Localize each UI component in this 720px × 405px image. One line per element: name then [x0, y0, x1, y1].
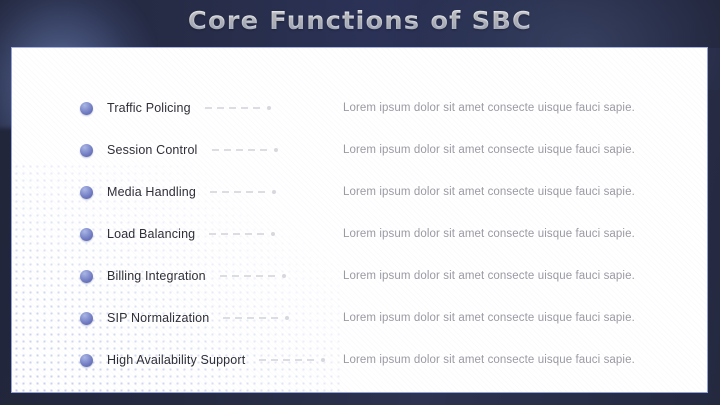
connector-dash	[271, 359, 279, 361]
connector-dash	[233, 191, 241, 193]
bullet-dot-icon	[80, 311, 93, 325]
connector-dash	[204, 107, 212, 109]
connector-dash	[255, 275, 263, 277]
connector-dash	[209, 233, 217, 235]
feature-label: Session Control	[107, 143, 198, 157]
feature-description: Lorem ipsum dolor sit amet consecte uisq…	[343, 102, 635, 114]
bullet-dot-icon	[80, 185, 93, 199]
connector-dash	[221, 191, 229, 193]
dashed-connector	[209, 232, 276, 236]
feature-row[interactable]: Media Handling Lorem ipsum dolor sit amet…	[80, 180, 689, 204]
connector-dash	[259, 317, 267, 319]
feature-row[interactable]: Billing Integration Lorem ipsum dolor sit…	[80, 264, 689, 288]
connector-dash	[259, 149, 267, 151]
connector-dash	[209, 191, 217, 193]
feature-row[interactable]: Session Control Lorem ipsum dolor sit ame…	[80, 138, 689, 162]
connector-dash	[247, 317, 255, 319]
connector-dash	[245, 233, 253, 235]
connector-endpoint-dot-icon	[285, 316, 290, 320]
feature-row[interactable]: Traffic Policing Lorem ipsum dolor sit am…	[80, 96, 689, 120]
feature-row[interactable]: SIP Normalization Lorem ipsum dolor sit a…	[80, 306, 689, 330]
feature-label: Traffic Policing	[107, 101, 191, 115]
dashed-connector	[209, 190, 276, 194]
feature-description: Lorem ipsum dolor sit amet consecte uisq…	[343, 270, 635, 282]
feature-description: Lorem ipsum dolor sit amet consecte uisq…	[343, 312, 635, 324]
connector-dash	[223, 149, 231, 151]
connector-dash	[257, 191, 265, 193]
connector-dash	[216, 107, 224, 109]
dashed-connector	[219, 274, 286, 278]
connector-dash	[223, 317, 231, 319]
connector-dash	[221, 233, 229, 235]
connector-dash	[247, 149, 255, 151]
connector-dash	[252, 107, 260, 109]
feature-description: Lorem ipsum dolor sit amet consecte uisq…	[343, 144, 635, 156]
feature-description: Lorem ipsum dolor sit amet consecte uisq…	[343, 186, 635, 198]
connector-dash	[240, 107, 248, 109]
connector-dash	[228, 107, 236, 109]
feature-description: Lorem ipsum dolor sit amet consecte uisq…	[343, 354, 635, 366]
bullet-dot-icon	[80, 143, 93, 157]
connector-dash	[267, 275, 275, 277]
bullet-dot-icon	[80, 227, 93, 241]
connector-dash	[233, 233, 241, 235]
dashed-connector	[204, 106, 271, 110]
dashed-connector	[259, 358, 326, 362]
connector-endpoint-dot-icon	[266, 106, 271, 110]
feature-label: SIP Normalization	[107, 311, 210, 325]
connector-dash	[295, 359, 303, 361]
feature-row[interactable]: High Availability Support Lorem ipsum dol…	[80, 348, 689, 372]
connector-endpoint-dot-icon	[273, 148, 278, 152]
connector-endpoint-dot-icon	[271, 190, 276, 194]
connector-dash	[307, 359, 315, 361]
connector-dash	[245, 191, 253, 193]
connector-dash	[219, 275, 227, 277]
connector-dash	[211, 149, 219, 151]
dashed-connector	[223, 316, 290, 320]
connector-endpoint-dot-icon	[321, 358, 326, 362]
connector-dash	[283, 359, 291, 361]
connector-dash	[243, 275, 251, 277]
bullet-dot-icon	[80, 101, 93, 115]
connector-endpoint-dot-icon	[271, 232, 276, 236]
connector-dash	[259, 359, 267, 361]
connector-dash	[235, 149, 243, 151]
feature-label: Load Balancing	[107, 227, 196, 241]
page-title: Core Functions of SBC	[0, 6, 720, 35]
feature-label: High Availability Support	[107, 353, 246, 367]
connector-dash	[235, 317, 243, 319]
feature-row[interactable]: Load Balancing Lorem ipsum dolor sit amet…	[80, 222, 689, 246]
connector-dash	[271, 317, 279, 319]
connector-dash	[257, 233, 265, 235]
connector-dash	[231, 275, 239, 277]
bullet-dot-icon	[80, 269, 93, 283]
connector-endpoint-dot-icon	[281, 274, 286, 278]
feature-label: Media Handling	[107, 185, 196, 199]
feature-label: Billing Integration	[107, 269, 206, 283]
feature-description: Lorem ipsum dolor sit amet consecte uisq…	[343, 228, 635, 240]
bullet-dot-icon	[80, 353, 93, 367]
dashed-connector	[211, 148, 278, 152]
